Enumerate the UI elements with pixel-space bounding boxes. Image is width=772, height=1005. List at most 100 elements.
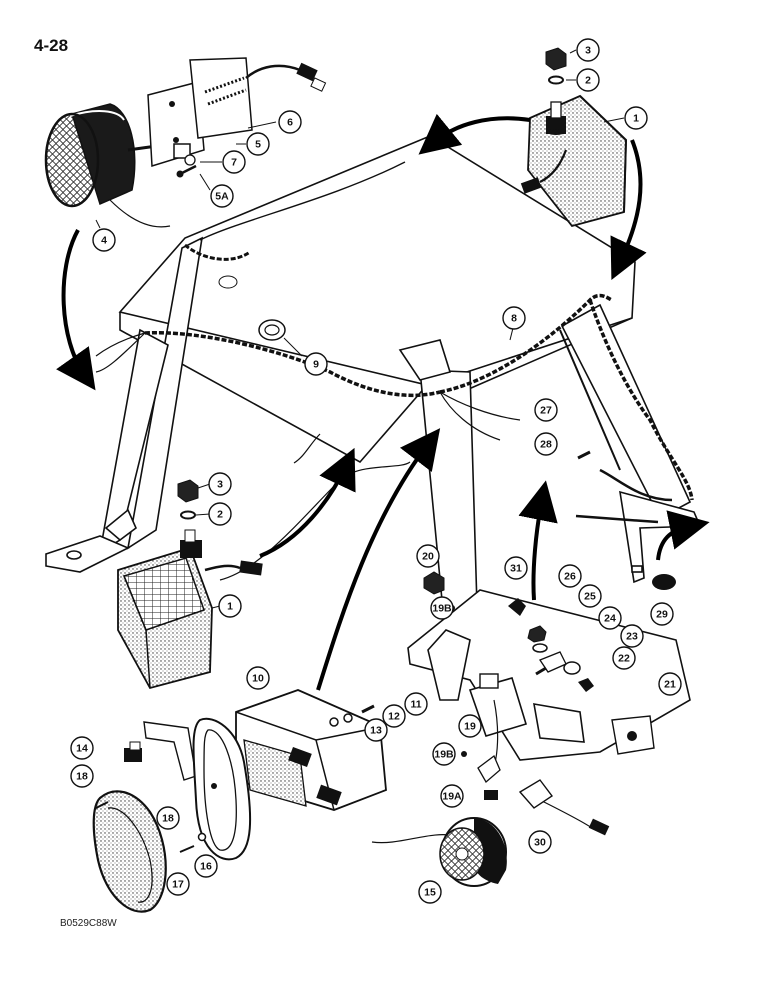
callout-18: 18	[70, 764, 94, 788]
callout-11: 11	[404, 692, 428, 716]
callout-9: 9	[304, 352, 328, 376]
callout-label: 27	[540, 405, 552, 417]
callout-label: 28	[540, 439, 552, 451]
callout-19a: 19A	[440, 784, 464, 808]
callout-17: 17	[166, 872, 190, 896]
callout-label: 19B	[432, 603, 452, 615]
callout-circle	[208, 472, 232, 496]
callout-label: 25	[584, 591, 596, 603]
callout-label: 9	[313, 359, 319, 371]
callout-circle	[364, 718, 388, 742]
round-work-lamp	[44, 57, 327, 228]
callout-10: 10	[246, 666, 270, 690]
right-rear-frame	[560, 303, 692, 520]
callout-circle	[70, 764, 94, 788]
callout-2: 2	[208, 502, 232, 526]
callout-24: 24	[598, 606, 622, 630]
callout-7: 7	[222, 150, 246, 174]
callout-label: 16	[200, 861, 212, 873]
callout-circle	[430, 596, 454, 620]
callout-label: 26	[564, 571, 576, 583]
grommet	[218, 275, 286, 341]
callout-4: 4	[92, 228, 116, 252]
left-base-plate	[45, 535, 130, 573]
callout-circle	[620, 624, 644, 648]
callout-label: 5	[255, 139, 261, 151]
callout-label: 18	[162, 813, 174, 825]
callout-circle	[382, 704, 406, 728]
callout-label: 2	[217, 509, 223, 521]
callout-label: 19B	[434, 749, 454, 761]
tail-lamp-assembly	[92, 689, 387, 913]
callout-circle	[70, 736, 94, 760]
callout-15: 15	[418, 880, 442, 904]
callout-6: 6	[278, 110, 302, 134]
callout-label: 18	[76, 771, 88, 783]
callout-1: 1	[624, 106, 648, 130]
wiring-harness	[95, 161, 694, 844]
callout-label: 13	[370, 725, 382, 737]
callout-circle	[210, 184, 234, 208]
front-flood-lamp	[117, 479, 263, 690]
rear-flood-lamp	[520, 47, 628, 228]
callout-label: 17	[172, 879, 184, 891]
callout-circle	[598, 606, 622, 630]
callout-circle	[418, 880, 442, 904]
callout-22: 22	[612, 646, 636, 670]
callout-label: 4	[101, 235, 107, 247]
callout-14: 14	[70, 736, 94, 760]
callout-label: 1	[227, 601, 233, 613]
callout-label: 23	[626, 631, 638, 643]
callout-8: 8	[502, 306, 526, 330]
callout-circle	[440, 784, 464, 808]
callout-30: 30	[528, 830, 552, 854]
switch-hardware	[423, 329, 676, 836]
callout-circle	[612, 646, 636, 670]
callout-circle	[624, 106, 648, 130]
callout-label: 29	[656, 609, 668, 621]
assembly-arrows	[56, 113, 710, 691]
callout-label: 14	[76, 743, 88, 755]
callout-circle	[246, 132, 270, 156]
callout-label: 5A	[215, 191, 229, 203]
callout-label: 3	[217, 479, 223, 491]
callout-3: 3	[576, 38, 600, 62]
callout-label: 20	[422, 551, 434, 563]
callout-circle	[650, 602, 674, 626]
callout-26: 26	[558, 564, 582, 588]
callout-2: 2	[576, 68, 600, 92]
callout-circle	[502, 306, 526, 330]
callout-27: 27	[534, 398, 558, 422]
callout-circle	[528, 830, 552, 854]
callout-13: 13	[364, 718, 388, 742]
callout-circle	[278, 110, 302, 134]
left-post	[126, 236, 204, 550]
callout-1: 1	[218, 594, 242, 618]
callout-circle	[208, 502, 232, 526]
callout-label: 19	[464, 721, 476, 733]
callout-circle	[218, 594, 242, 618]
horn	[439, 817, 507, 887]
page-number: 4-28	[34, 36, 69, 55]
callout-16: 16	[194, 854, 218, 878]
callout-circle	[156, 806, 180, 830]
callout-circle	[558, 564, 582, 588]
callout-label: 6	[287, 117, 293, 129]
callout-circle	[404, 692, 428, 716]
callout-circle	[194, 854, 218, 878]
callout-label: 3	[585, 45, 591, 57]
callout-circle	[658, 672, 682, 696]
callout-circle	[222, 150, 246, 174]
callout-circle	[92, 228, 116, 252]
callout-label: 10	[252, 673, 264, 685]
callout-3: 3	[208, 472, 232, 496]
callout-23: 23	[620, 624, 644, 648]
callout-19: 19	[458, 714, 482, 738]
callout-31: 31	[504, 556, 528, 580]
callout-29: 29	[650, 602, 674, 626]
callout-label: 15	[424, 887, 436, 899]
callout-circle	[504, 556, 528, 580]
callout-label: 31	[510, 563, 522, 575]
